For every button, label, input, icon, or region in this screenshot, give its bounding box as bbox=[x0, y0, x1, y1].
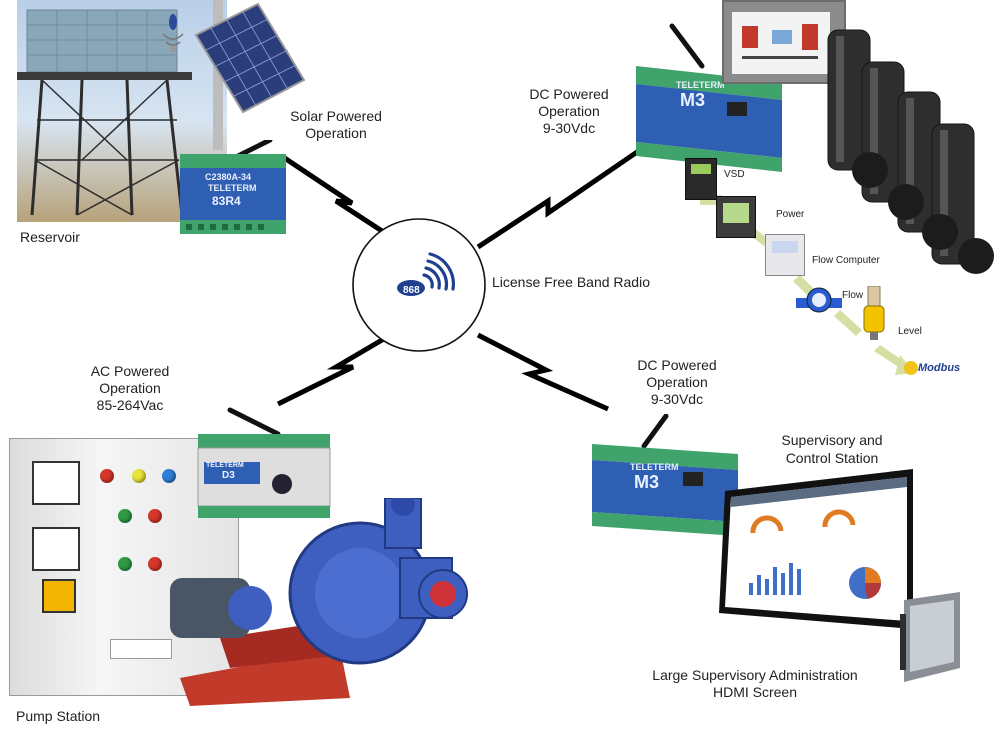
pump-power-line1: AC Powered bbox=[90, 363, 170, 379]
chain-label-flow: Flow bbox=[842, 290, 864, 301]
ammeter-gauge-2 bbox=[32, 527, 80, 571]
solar-panel-image bbox=[188, 0, 308, 120]
selector-switch bbox=[42, 579, 76, 613]
indicator-light-red-2 bbox=[148, 509, 162, 523]
dc-bottom-power-line3: 9-30Vdc bbox=[650, 391, 704, 407]
reservoir-power-line2: Operation bbox=[305, 125, 367, 141]
dc-top-device-brand: TELETERM bbox=[676, 80, 725, 90]
screen-caption-line1: Large Supervisory Administration bbox=[652, 667, 858, 683]
flow-meter-device bbox=[796, 286, 842, 320]
power-meter-device bbox=[716, 196, 756, 238]
slurry-pump-image bbox=[160, 492, 470, 706]
pump-telemetry-unit bbox=[190, 404, 340, 524]
indicator-light-red bbox=[100, 469, 114, 483]
dc-top-power-line1: DC Powered bbox=[529, 86, 609, 102]
pump-power-line2: Operation bbox=[99, 380, 161, 396]
indicator-light-green-2 bbox=[118, 557, 132, 571]
pump-device-name: D3 bbox=[222, 470, 235, 481]
indicator-light-red-3 bbox=[148, 557, 162, 571]
radio-waves-icon bbox=[422, 252, 455, 291]
dc-bottom-telemetry-unit bbox=[588, 413, 748, 540]
radio-hub-label: License Free Band Radio bbox=[492, 274, 650, 290]
radio-link-pump bbox=[276, 317, 418, 407]
radio-badge bbox=[397, 280, 425, 296]
ammeter-gauge-1 bbox=[32, 461, 80, 505]
radio-link-reservoir bbox=[281, 154, 407, 249]
chain-label-level: Level bbox=[898, 326, 922, 337]
hmi-panel-image bbox=[722, 0, 846, 84]
chain-label-power: Power bbox=[776, 209, 805, 220]
chain-label-flow-computer: Flow Computer bbox=[812, 255, 880, 266]
dc-bottom-device-name: M3 bbox=[634, 472, 660, 492]
reservoir-telemetry-unit bbox=[178, 137, 288, 238]
pump-power-line3: 85-264Vac bbox=[96, 397, 164, 413]
dc-bottom-device-brand: TELETERM bbox=[630, 462, 679, 472]
dc-bottom-power-line2: Operation bbox=[646, 374, 708, 390]
reservoir-device-name: 83R4 bbox=[212, 194, 241, 208]
indicator-light-blue bbox=[162, 469, 176, 483]
station-title-line1: Supervisory and bbox=[781, 432, 883, 448]
modbus-logo-icon bbox=[904, 361, 918, 375]
dc-bottom-power-line1: DC Powered bbox=[637, 357, 717, 373]
level-sensor-icon bbox=[160, 12, 186, 54]
radio-link-dc-top bbox=[476, 147, 642, 250]
radio-link-dc-bottom bbox=[476, 332, 610, 412]
level-transmitter-device bbox=[860, 285, 888, 340]
station-title-line2: Control Station bbox=[785, 450, 879, 466]
modbus-label: Modbus bbox=[918, 362, 961, 374]
screen-caption-line2: HDMI Screen bbox=[712, 684, 798, 700]
panel-nameplate bbox=[110, 639, 172, 659]
radio-badge-text: 868 bbox=[403, 285, 420, 296]
flow-computer-device bbox=[765, 234, 805, 276]
reservoir-photo bbox=[17, 0, 227, 222]
indicator-light-yellow bbox=[132, 469, 146, 483]
reservoir-caption: Reservoir bbox=[20, 229, 80, 245]
dc-top-power-line2: Operation bbox=[538, 103, 600, 119]
vsd-device bbox=[685, 158, 717, 200]
dc-top-power-line3: 9-30Vdc bbox=[542, 120, 596, 136]
reservoir-device-brand: TELETERM bbox=[208, 183, 257, 193]
reservoir-power-line1: Solar Powered bbox=[290, 108, 382, 124]
indicator-light-green-1 bbox=[118, 509, 132, 523]
reservoir-device-model: C2380A-34 bbox=[205, 172, 252, 182]
chain-label-vsd: VSD bbox=[724, 169, 745, 180]
submersible-pumps-image bbox=[810, 20, 1000, 275]
dc-top-device-name: M3 bbox=[680, 90, 706, 110]
pump-station-caption: Pump Station bbox=[16, 708, 101, 724]
dc-top-telemetry-unit bbox=[632, 22, 792, 174]
panel-pc-tablet bbox=[900, 592, 962, 684]
supervisory-monitor bbox=[717, 463, 915, 631]
pump-device-brand: TELETERM bbox=[206, 462, 244, 469]
